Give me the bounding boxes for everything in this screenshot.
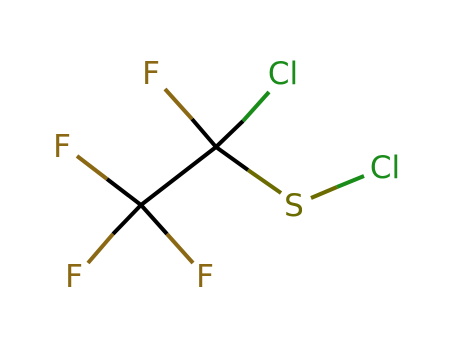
atom-f-bottom-left: F (65, 259, 83, 295)
atom-f-top: F (142, 56, 160, 92)
atom-f-bottom-right: F (196, 259, 214, 295)
bond-c1-f-top-segment (190, 117, 218, 149)
bond-c2-f-bottom-right-segment (139, 203, 169, 236)
bond-c1-c2 (139, 145, 218, 207)
bonds (75, 87, 365, 265)
bond-c1-cl-top-segment (214, 119, 245, 149)
bond-c1-s-segment (246, 168, 283, 195)
bond-c1-c2-segment (139, 145, 218, 207)
bond-c1-cl-top (214, 90, 271, 149)
bond-c2-f-left-segment (75, 154, 109, 181)
bond-c2-f-left (75, 154, 143, 207)
bond-c2-f-bottom-left-segment (86, 232, 115, 265)
bond-c2-f-bottom-right-segment (165, 232, 195, 265)
atom-f-left: F (53, 129, 71, 165)
bond-s-cl-right (310, 174, 365, 200)
atom-s: S (284, 188, 304, 224)
bond-c1-f-top-segment (163, 87, 194, 121)
bond-c2-f-left-segment (105, 177, 143, 207)
atom-cl-top: Cl (268, 56, 298, 92)
bond-s-cl-right-segment (336, 174, 365, 189)
bond-c1-s-segment (214, 145, 250, 172)
bond-c1-s (214, 145, 283, 195)
bond-c1-f-top (163, 87, 218, 149)
bond-c2-f-bottom-left-segment (111, 203, 143, 236)
bond-c2-f-bottom-right (139, 203, 195, 265)
atom-cl-right: Cl (370, 150, 400, 186)
bond-c1-cl-top-segment (241, 90, 271, 123)
bond-s-cl-right-segment (310, 185, 338, 200)
bond-c2-f-bottom-left (86, 203, 143, 265)
